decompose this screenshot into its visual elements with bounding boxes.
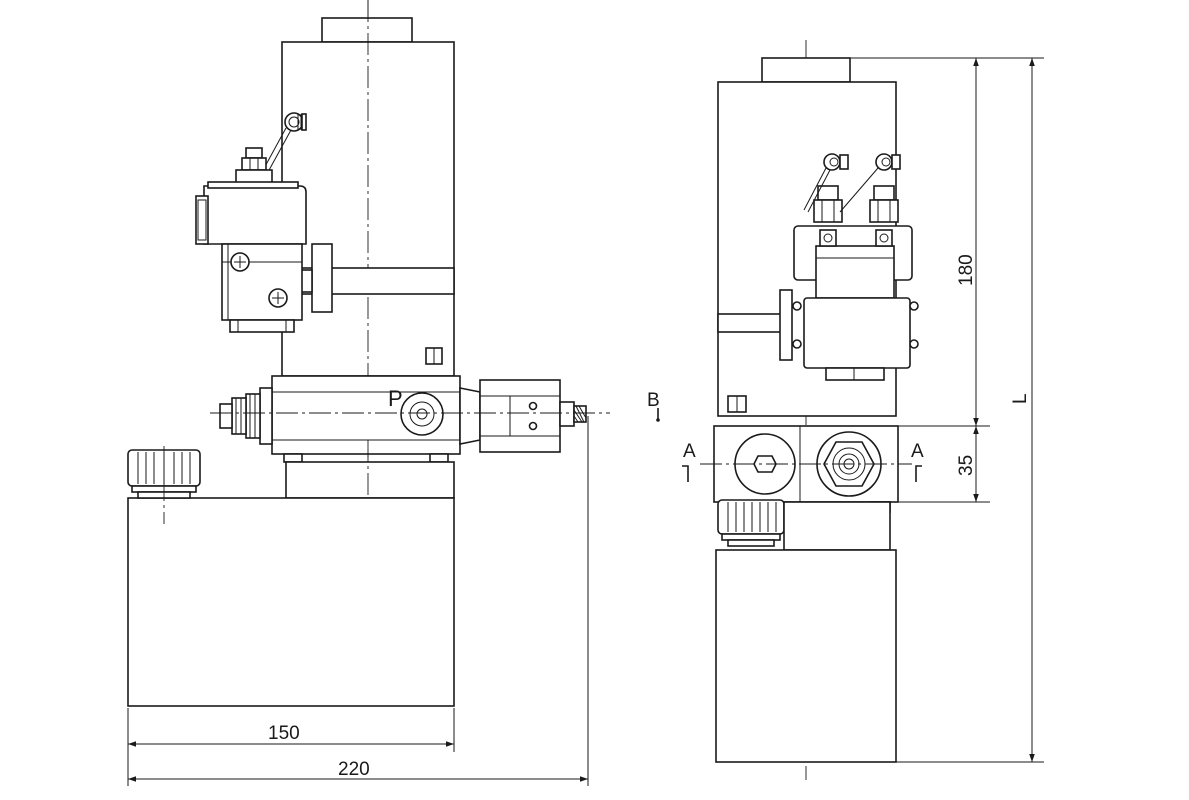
port-p: [400, 392, 444, 436]
side-terminal-right: [869, 153, 901, 247]
motor-end-cap: [321, 17, 413, 43]
relief-valve-adjuster: [219, 387, 273, 445]
side-oil-tank: [715, 549, 897, 763]
dim-220-label: 220: [338, 759, 370, 780]
dim-35-label: 35: [956, 455, 977, 476]
side-view: A A 180 35: [682, 40, 1044, 780]
side-valve-block: [713, 425, 899, 513]
side-filler-cap: [717, 499, 785, 547]
solenoid-relay: [195, 181, 307, 333]
front-view: P: [127, 0, 660, 786]
solenoid-cartridge: [459, 379, 587, 453]
side-pump-neck: [783, 501, 891, 551]
section-a-left-label: A: [683, 441, 696, 462]
section-a-left-mark: [682, 465, 689, 482]
side-solenoid-relay: [792, 225, 919, 381]
side-clamp-bracket: [779, 289, 793, 361]
side-terminal-left: [813, 153, 849, 247]
solenoid-stud: [235, 147, 273, 185]
section-b-label: B: [647, 390, 660, 411]
dim-150-label: 150: [268, 723, 300, 744]
dim-180-label: 180: [956, 254, 977, 286]
port-p-label: P: [388, 386, 403, 411]
terminal-bolt-top: [284, 112, 307, 132]
pump-neck: [285, 461, 455, 499]
clamp-bracket: [311, 243, 333, 313]
valve-block: [271, 375, 461, 463]
side-motor-end-cap: [761, 57, 851, 83]
oil-tank: [127, 497, 455, 707]
section-a-right-label: A: [911, 441, 924, 462]
filler-cap: [127, 446, 201, 524]
dim-l-label: L: [1010, 393, 1031, 404]
section-a-right-mark: [915, 465, 922, 482]
